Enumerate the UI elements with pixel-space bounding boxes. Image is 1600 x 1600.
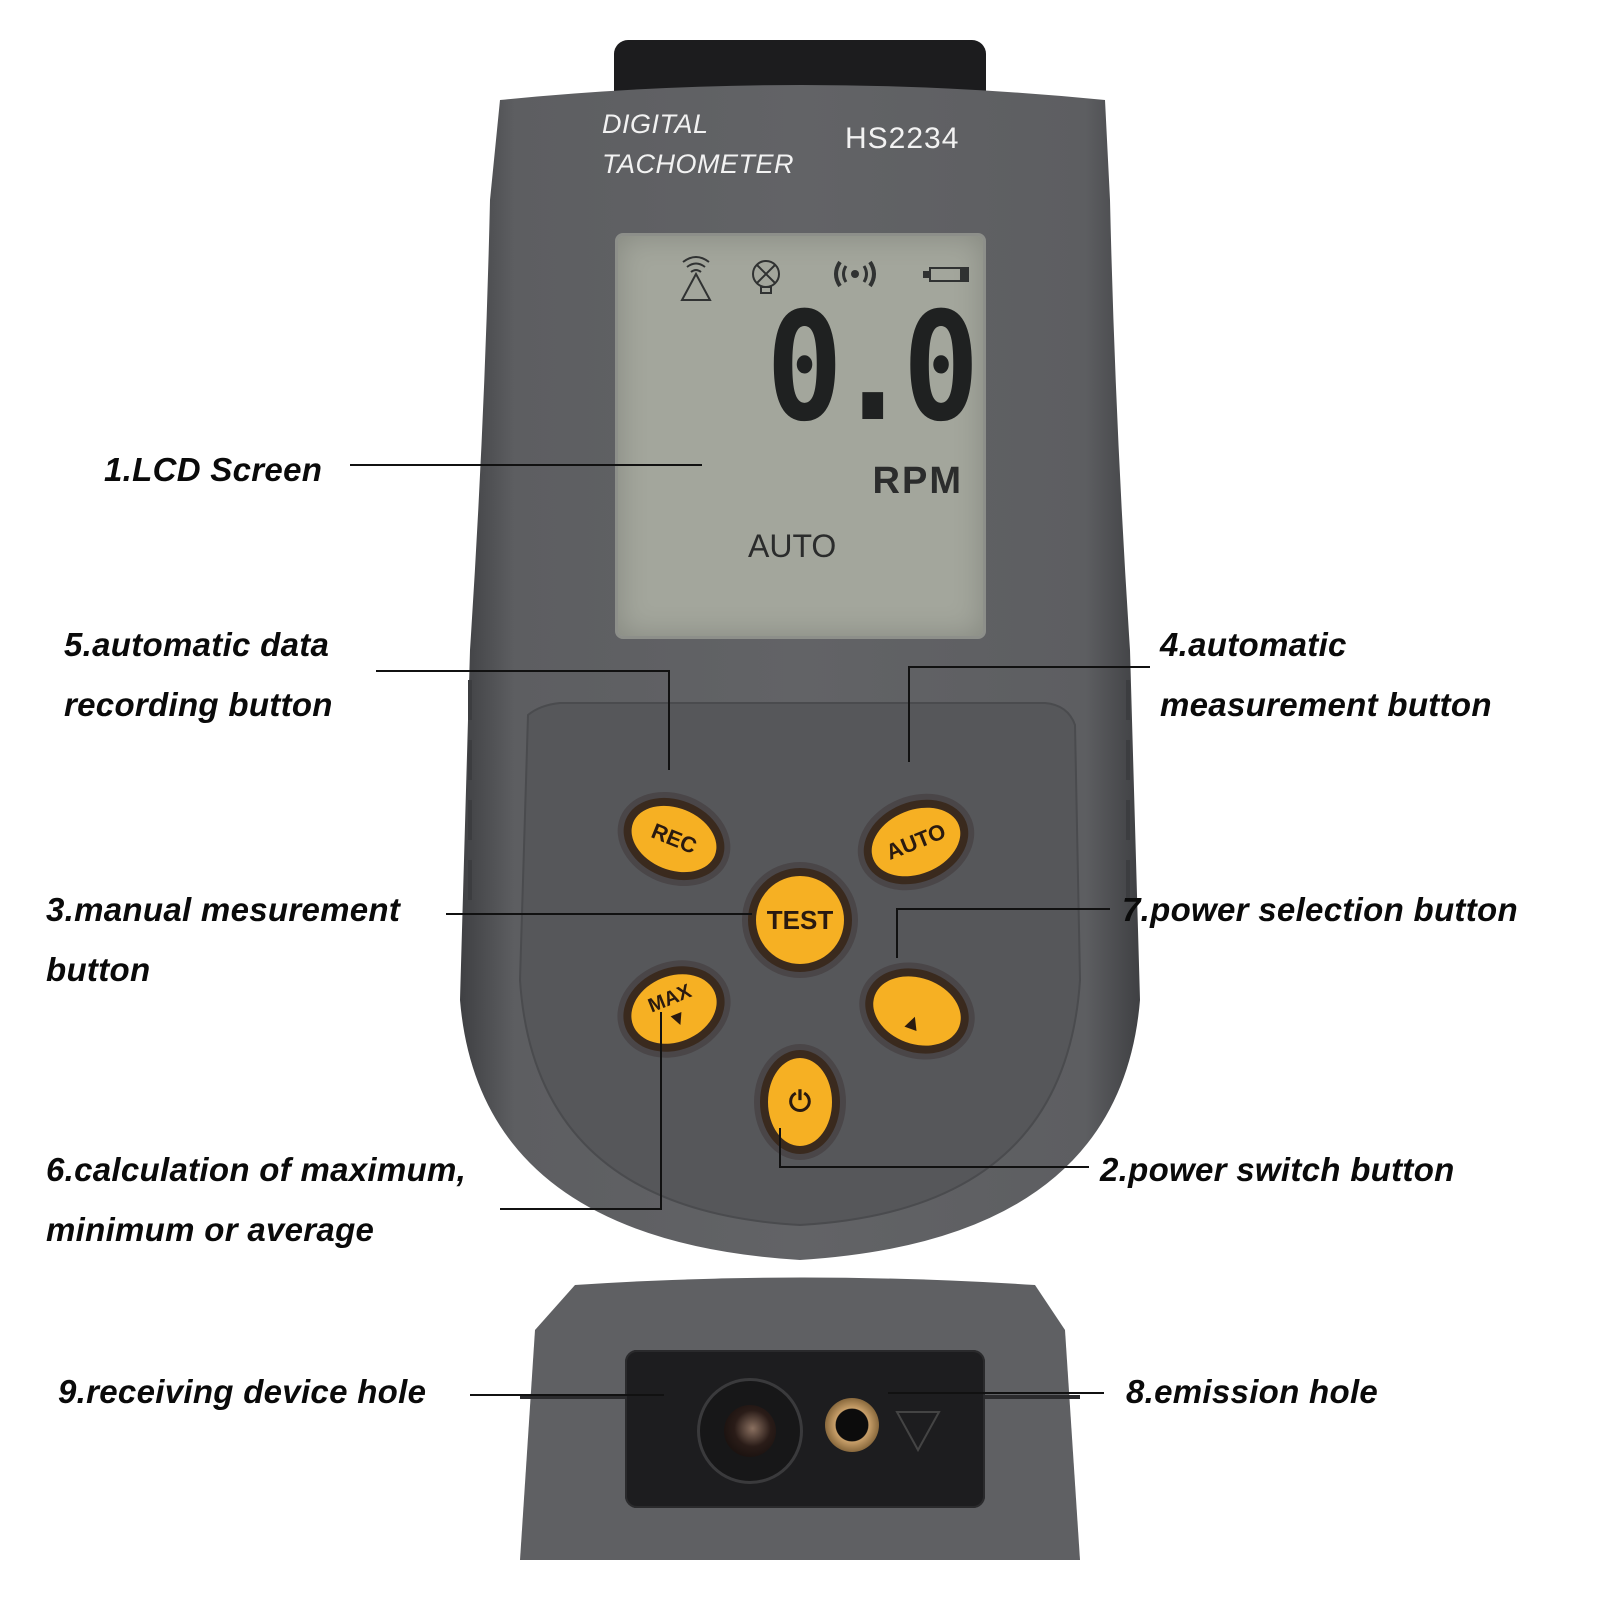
- leader-line: [908, 666, 910, 762]
- leader-line: [888, 1392, 1104, 1394]
- up-arrow-icon: ▲: [898, 1006, 928, 1038]
- callout-receiver-hole: 9.receiving device hole: [58, 1373, 427, 1410]
- callout-emission-hole: 8.emission hole: [1126, 1373, 1379, 1410]
- model-label: HS2234: [845, 122, 960, 155]
- lcd-screen: 0.0 RPM AUTO: [615, 233, 986, 639]
- leader-line: [668, 670, 670, 770]
- leader-line: [660, 1012, 662, 1210]
- brand-line2: TACHOMETER: [602, 149, 794, 179]
- callout-auto-button: 4.automatic measurement button: [1160, 615, 1492, 735]
- callout-test-button: 3.manual mesurement button: [46, 880, 400, 1000]
- emission-hole: [825, 1398, 879, 1452]
- receiver-hole: [697, 1378, 803, 1484]
- leader-line: [896, 908, 898, 958]
- callout-line1: 3.manual mesurement: [46, 891, 401, 928]
- leader-line: [470, 1394, 664, 1396]
- callout-power-button: 2.power switch button: [1100, 1151, 1455, 1188]
- power-button[interactable]: ⏻: [760, 1050, 840, 1154]
- leader-line: [500, 1208, 662, 1210]
- brand-line1: DIGITAL: [602, 109, 709, 139]
- laser-warning-icon: [680, 256, 712, 301]
- lcd-status-icons: [680, 256, 969, 301]
- leader-line: [896, 908, 1110, 910]
- callout-line1: 4.automatic: [1160, 626, 1347, 663]
- test-button[interactable]: TEST: [748, 868, 852, 972]
- laser-warning-icon: [895, 1411, 941, 1453]
- power-icon: ⏻: [788, 1085, 812, 1117]
- callout-max-button: 6.calculation of maximum, minimum or ave…: [46, 1140, 466, 1260]
- lcd-unit: RPM: [872, 460, 963, 502]
- auto-button-label: AUTO: [882, 818, 950, 865]
- leader-line: [376, 670, 670, 672]
- signal-icon: [834, 260, 876, 288]
- callout-line1: 5.automatic data: [64, 626, 330, 663]
- callout-lcd-screen: 1.LCD Screen: [104, 451, 323, 488]
- lamp-icon: [752, 260, 780, 294]
- callout-line2: minimum or average: [46, 1211, 375, 1248]
- callout-line2: button: [46, 951, 151, 988]
- leader-line: [350, 464, 702, 466]
- receiver-lens: [724, 1405, 776, 1457]
- test-button-label: TEST: [766, 904, 834, 935]
- leader-line: [908, 666, 1150, 668]
- callout-line1: 6.calculation of maximum,: [46, 1151, 467, 1188]
- lcd-reading: 0.0: [766, 281, 979, 455]
- leader-line: [779, 1166, 1089, 1168]
- callout-line2: recording button: [64, 686, 333, 723]
- battery-icon: [923, 267, 969, 282]
- callout-rec-button: 5.automatic data recording button: [64, 615, 333, 735]
- lcd-mode: AUTO: [748, 528, 837, 564]
- callout-up-button: 7.power selection button: [1122, 891, 1518, 928]
- leader-line: [779, 1128, 781, 1168]
- sensor-panel: [625, 1350, 985, 1508]
- callout-line2: measurement button: [1160, 686, 1492, 723]
- brand-label: DIGITAL TACHOMETER: [602, 104, 794, 184]
- rec-button-label: REC: [647, 818, 701, 859]
- leader-line: [446, 913, 752, 915]
